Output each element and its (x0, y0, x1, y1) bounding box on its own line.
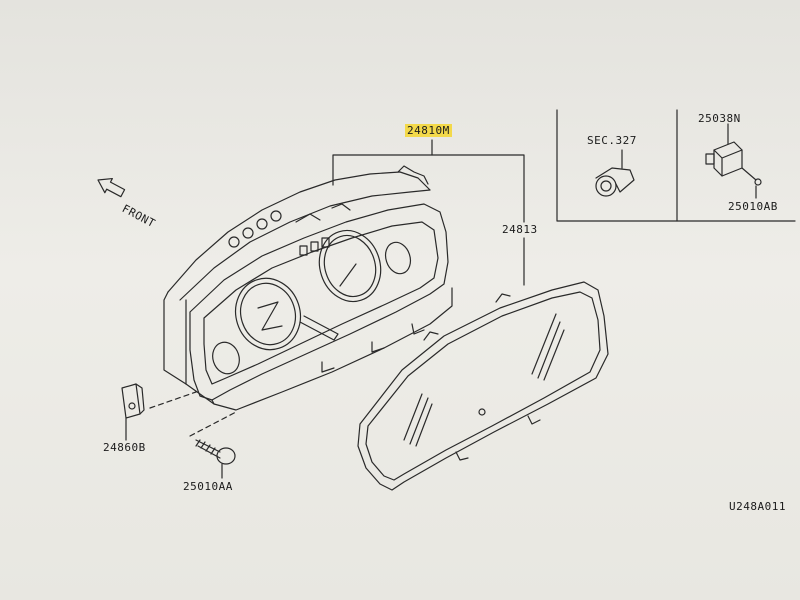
label-screw-front: 25010AA (183, 480, 233, 493)
label-sensor: 25038N (698, 112, 741, 125)
sec327-part-drawing (596, 150, 634, 196)
sensor-part-drawing (706, 124, 761, 198)
label-screw-sensor: 25010AB (728, 200, 778, 213)
diagram-code: U248A011 (729, 500, 786, 513)
label-cluster-assembly: 24810M (405, 124, 452, 137)
screw-drawing (196, 440, 235, 478)
label-front-lens: 24813 (502, 223, 538, 236)
inset-box (557, 110, 795, 221)
front-arrow-icon (94, 173, 126, 200)
bracket-drawing (122, 384, 144, 440)
label-bracket: 24860B (103, 441, 146, 454)
front-lens-drawing (358, 282, 608, 490)
cluster-housing-drawing (150, 166, 452, 436)
leader-lines (333, 140, 524, 285)
label-section-ref: SEC.327 (587, 134, 637, 147)
